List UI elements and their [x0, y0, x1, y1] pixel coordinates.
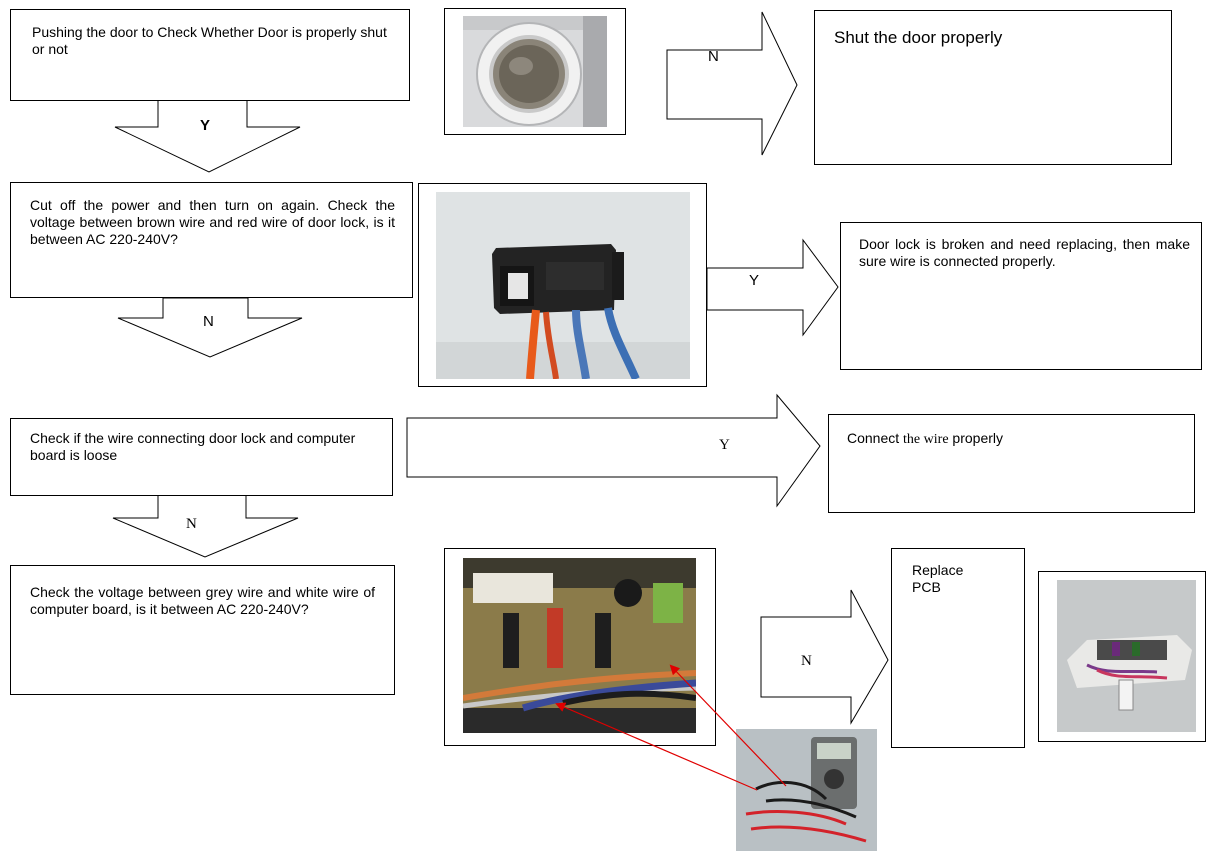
- result-connect-wire-box: [828, 414, 1195, 513]
- result-door-lock-text: Door lock is broken and need replacing, …: [859, 236, 1190, 269]
- pointer-arrow-1: [555, 702, 758, 791]
- result-shut-door-box: [814, 10, 1172, 165]
- computer-board-photo: [463, 558, 696, 733]
- label-down-1: Y: [200, 117, 211, 134]
- right-arrow-1: [666, 11, 798, 156]
- step-2-box: [10, 182, 413, 298]
- label-right-3: Y: [719, 437, 730, 453]
- multimeter-photo: [736, 729, 877, 851]
- step-3-box: [10, 418, 393, 496]
- step-3-text: Check if the wire connecting door lock a…: [30, 430, 380, 464]
- computer-board-image: [463, 558, 696, 733]
- label-right-2: Y: [749, 272, 760, 289]
- down-arrow-2: [117, 297, 303, 358]
- pointer-arrow-2: [669, 664, 787, 787]
- result-door-lock-box: [840, 222, 1202, 370]
- step-2-text: Cut off the power and then turn on again…: [30, 197, 395, 247]
- result-replace-pcb-text: Replace PCB: [912, 562, 963, 596]
- door-lock-photo: [436, 192, 690, 379]
- washing-machine-door-image: [463, 16, 607, 127]
- label-down-2: N: [203, 313, 214, 330]
- down-arrow-1: [114, 99, 301, 173]
- pcb-module-photo: [1057, 580, 1196, 732]
- connect-text-a: Connect: [847, 430, 904, 446]
- result-connect-wire-text: Connect the wire properly: [847, 430, 1003, 448]
- result-replace-pcb-box: [891, 548, 1025, 748]
- replace-pcb-line-2: PCB: [912, 579, 941, 595]
- result-shut-door-text: Shut the door properly: [834, 28, 1003, 47]
- label-right-1: N: [708, 48, 719, 65]
- step-1-box: [10, 9, 410, 101]
- step-1-text: Pushing the door to Check Whether Door i…: [32, 24, 387, 57]
- connect-text-c: properly: [948, 430, 1003, 446]
- washing-machine-door-photo: [463, 16, 607, 127]
- step-3-line: Check if the wire connecting door lock a…: [30, 430, 356, 463]
- connect-text-b: the wire: [903, 432, 949, 447]
- door-lock-image: [436, 192, 690, 379]
- right-arrow-3: [406, 393, 821, 508]
- step-4-text: Check the voltage between grey wire and …: [30, 584, 375, 617]
- step-4-box: [10, 565, 395, 695]
- label-down-3: N: [186, 516, 197, 532]
- right-arrow-4: [760, 589, 889, 725]
- replace-pcb-line-1: Replace: [912, 562, 964, 578]
- right-arrow-2: [706, 238, 839, 337]
- label-right-4: N: [801, 653, 812, 669]
- multimeter-image: [736, 729, 877, 851]
- pcb-module-image: [1057, 580, 1196, 732]
- down-arrow-3: [112, 494, 299, 558]
